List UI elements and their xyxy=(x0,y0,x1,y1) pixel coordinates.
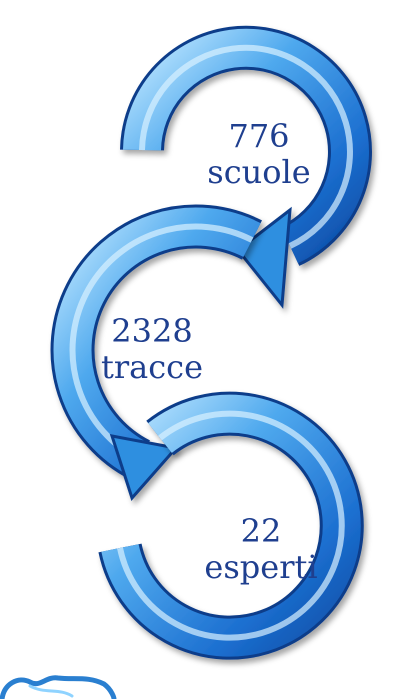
step-1-value: 776 xyxy=(228,117,290,155)
step-2-value: 2328 xyxy=(111,312,193,350)
step-1-text: scuole xyxy=(207,153,311,191)
arrow-2-icon xyxy=(50,204,262,501)
arrow-1-icon xyxy=(120,25,372,309)
step-3-label: 22 esperti xyxy=(191,513,331,585)
step-2-label: 2328 tracce xyxy=(82,313,222,385)
step-3-text: esperti xyxy=(204,548,318,586)
step-3-value: 22 xyxy=(240,512,282,550)
partial-logo-icon xyxy=(0,675,117,699)
step-2-text: tracce xyxy=(100,348,203,386)
arrow-3-icon xyxy=(98,391,364,660)
step-1-label: 776 scuole xyxy=(189,118,329,190)
